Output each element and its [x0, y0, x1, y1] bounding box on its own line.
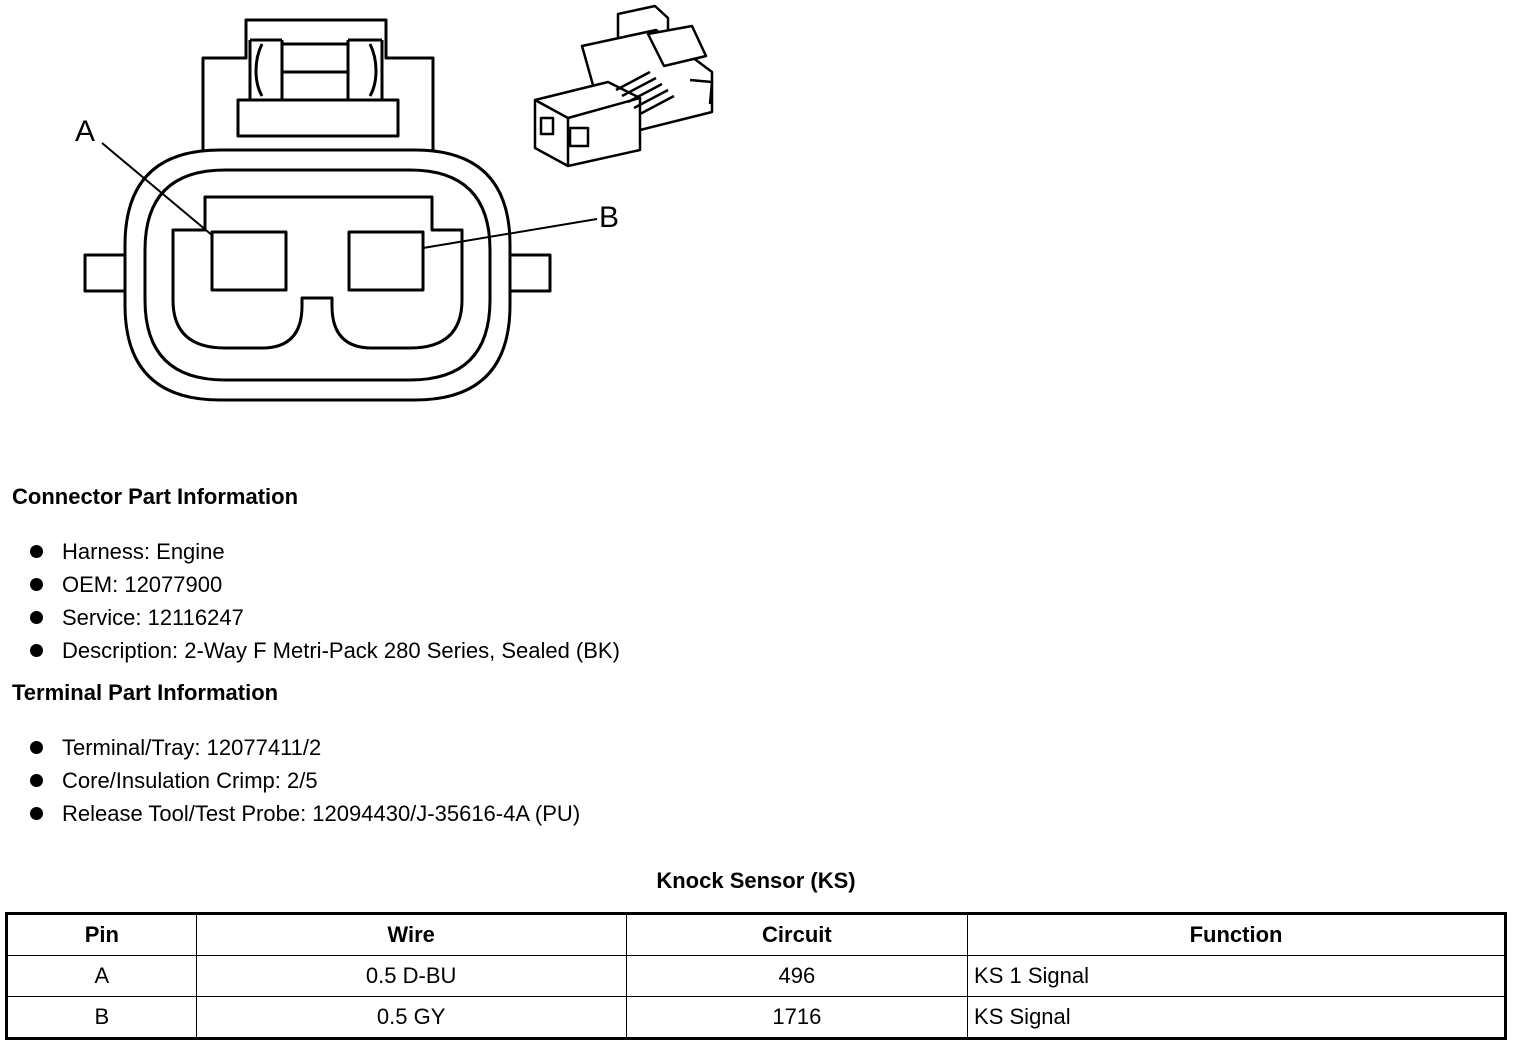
- bullet-icon: [30, 741, 43, 754]
- list-item: Terminal/Tray: 12077411/2: [28, 731, 580, 764]
- function-cell: KS Signal: [967, 996, 1506, 1039]
- column-header-circuit: Circuit: [625, 913, 969, 956]
- list-item: Service: 12116247: [28, 601, 620, 634]
- pin-cell: A: [6, 955, 197, 997]
- list-item: Harness: Engine: [28, 535, 620, 568]
- bullet-icon: [30, 611, 43, 624]
- wire-cell: 0.5 GY: [195, 996, 627, 1039]
- connector-part-heading: Connector Part Information: [12, 484, 299, 509]
- terminal-part-heading: Terminal Part Information: [12, 680, 279, 705]
- pin-label-b: B: [599, 201, 619, 234]
- table-row: A 0.5 D-BU 496 KS 1 Signal: [6, 955, 1506, 997]
- wire-cell: 0.5 D-BU: [195, 955, 627, 997]
- connector-isometric-illustration: [533, 4, 714, 168]
- circuit-cell: 1716: [625, 996, 969, 1039]
- table-row: B 0.5 GY 1716 KS Signal: [6, 996, 1506, 1039]
- list-item: Description: 2-Way F Metri-Pack 280 Seri…: [28, 634, 620, 667]
- terminal-part-list: Terminal/Tray: 12077411/2 Core/Insulatio…: [28, 731, 580, 830]
- column-header-function: Function: [967, 913, 1506, 956]
- connector-face-diagram: A B: [75, 4, 714, 402]
- function-cell: KS 1 Signal: [967, 955, 1506, 997]
- column-header-wire: Wire: [195, 913, 627, 956]
- pinout-table: Pin Wire Circuit Function A 0.5 D-BU 496…: [5, 912, 1507, 1040]
- bullet-icon: [30, 774, 43, 787]
- pin-cell: B: [6, 996, 197, 1039]
- pin-label-a: A: [75, 115, 95, 148]
- table-title: Knock Sensor (KS): [656, 868, 856, 893]
- column-header-pin: Pin: [6, 913, 197, 956]
- connector-part-list: Harness: Engine OEM: 12077900 Service: 1…: [28, 535, 620, 667]
- list-item: OEM: 12077900: [28, 568, 620, 601]
- list-item: Core/Insulation Crimp: 2/5: [28, 764, 580, 797]
- table-header-row: Pin Wire Circuit Function: [6, 913, 1506, 956]
- bullet-icon: [30, 807, 43, 820]
- bullet-icon: [30, 578, 43, 591]
- list-item: Release Tool/Test Probe: 12094430/J-3561…: [28, 797, 580, 830]
- circuit-cell: 496: [625, 955, 969, 997]
- bullet-icon: [30, 644, 43, 657]
- bullet-icon: [30, 545, 43, 558]
